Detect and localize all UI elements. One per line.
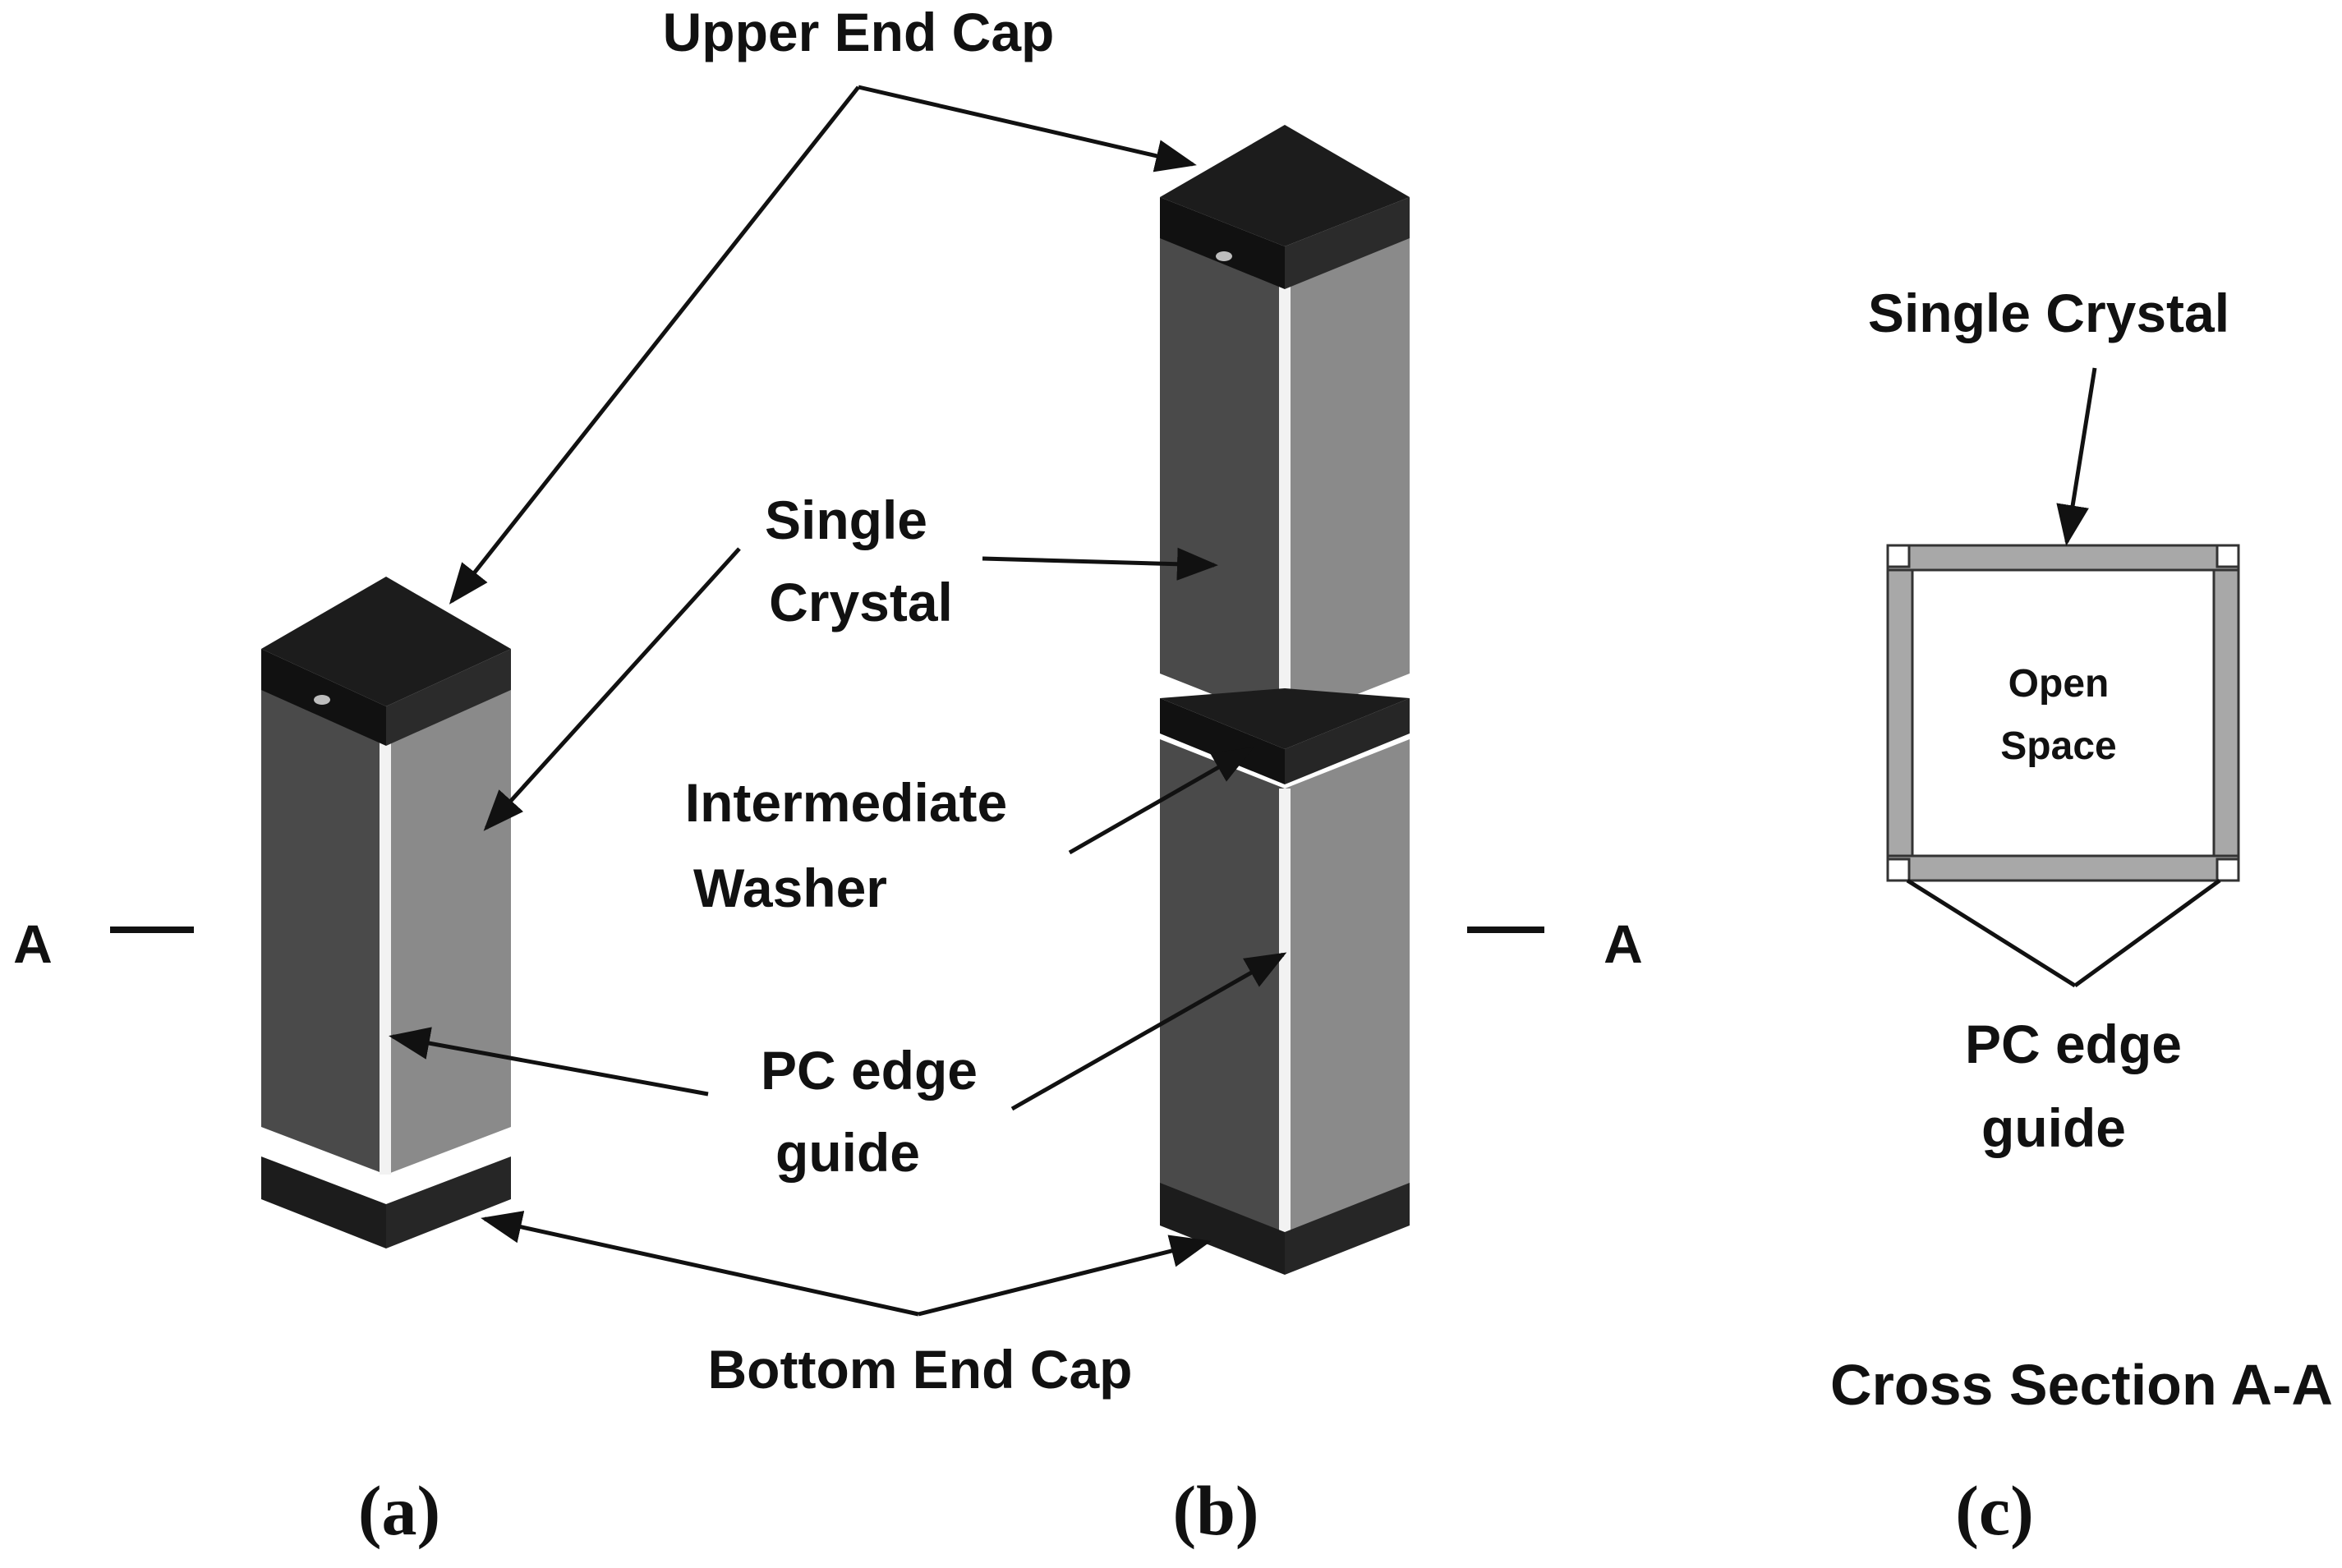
label-cs-pc-edge-guide-2: guide <box>1981 1097 2126 1158</box>
column-a-top-cap-top <box>261 577 511 706</box>
column-a <box>261 577 511 1248</box>
arrow-pc-edge-to-a <box>389 1027 709 1097</box>
cs-edge-guide-tr <box>2215 544 2240 568</box>
column-b-upper-left-face <box>1160 222 1285 723</box>
line-cs-pc-edge-right <box>2073 878 2221 988</box>
cs-wall-right <box>2212 568 2240 858</box>
arrow-bottom-cap-to-b <box>918 1235 1212 1317</box>
arrow-single-crystal-to-a <box>483 547 741 831</box>
arrow-single-crystal-to-b <box>982 547 1218 581</box>
label-intermediate-washer-1: Intermediate <box>685 772 1007 833</box>
column-b-washer-top <box>1160 688 1410 749</box>
panel-captions: (a) (b) (c) <box>358 1471 2034 1550</box>
column-b-lower-left-face <box>1160 739 1285 1244</box>
label-cs-open-space-2: Space <box>2000 724 2116 768</box>
arrow-upper-cap-to-b <box>858 85 1197 172</box>
cs-edge-guide-br <box>2215 858 2240 882</box>
cs-wall-left <box>1886 568 1914 858</box>
column-b-upper-pc-edge-guide <box>1279 271 1291 723</box>
column-b-top-cap-right <box>1285 197 1410 289</box>
label-pc-edge-guide-1: PC edge <box>761 1040 978 1101</box>
column-b-top-cap-left <box>1160 197 1285 289</box>
column-b-bottom-cap-left <box>1160 1183 1285 1275</box>
column-b-lower-right-face <box>1285 739 1410 1244</box>
panel-caption-a: (a) <box>358 1471 440 1550</box>
cs-edge-guide-tl <box>1886 544 1911 568</box>
cs-wall-bottom <box>1886 854 2240 882</box>
line-cs-pc-edge-left <box>1906 878 2077 988</box>
arrow-washer-to-b <box>1068 747 1254 855</box>
column-b-lower-pc-edge-guide <box>1279 789 1291 1244</box>
label-cs-open-space-1: Open <box>2008 662 2110 706</box>
column-b <box>1160 125 1410 1275</box>
arrow-bottom-cap-to-a <box>481 1211 919 1317</box>
arrow-upper-cap-to-a <box>449 85 860 605</box>
column-a-left-face <box>261 682 386 1175</box>
cs-open-space <box>1911 568 2215 858</box>
column-a-bottom-cap-left <box>261 1156 386 1248</box>
column-b-washer-right <box>1285 698 1410 784</box>
label-intermediate-washer-2: Washer <box>693 858 887 918</box>
labels: Upper End Cap Single Crystal Intermediat… <box>13 2 2333 1417</box>
column-a-bottom-cap-right <box>386 1156 511 1248</box>
label-single-crystal-2: Crystal <box>769 572 953 632</box>
label-section-mark-left: A <box>13 913 53 974</box>
panel-caption-c: (c) <box>1955 1471 2033 1550</box>
column-a-top-cap-right <box>386 649 511 746</box>
column-a-right-face <box>386 682 511 1175</box>
leader-lines <box>110 85 2221 1317</box>
label-pc-edge-guide-2: guide <box>775 1122 920 1183</box>
column-b-top-cap-top <box>1160 125 1410 246</box>
label-cross-section-title: Cross Section A-A <box>1830 1353 2333 1417</box>
column-a-cap-screw <box>314 695 330 705</box>
label-bottom-end-cap: Bottom End Cap <box>708 1339 1133 1400</box>
cs-edge-guide-bl <box>1886 858 1911 882</box>
label-upper-end-cap: Upper End Cap <box>663 2 1055 62</box>
column-a-pc-edge-guide <box>380 729 391 1175</box>
panel-caption-b: (b) <box>1172 1471 1258 1550</box>
column-b-bottom-cap-right <box>1285 1183 1410 1275</box>
arrow-cs-single-crystal <box>2056 367 2097 546</box>
label-single-crystal-1: Single <box>765 490 927 550</box>
arrow-pc-edge-to-b <box>1010 952 1287 1111</box>
column-b-cap-screw <box>1216 251 1232 261</box>
column-b-upper-right-face <box>1285 222 1410 723</box>
label-cs-pc-edge-guide-1: PC edge <box>1965 1014 2182 1074</box>
label-section-mark-right: A <box>1604 913 1643 974</box>
cs-wall-top <box>1886 544 2240 572</box>
label-cs-single-crystal: Single Crystal <box>1868 283 2229 343</box>
cross-section <box>1886 544 2240 882</box>
